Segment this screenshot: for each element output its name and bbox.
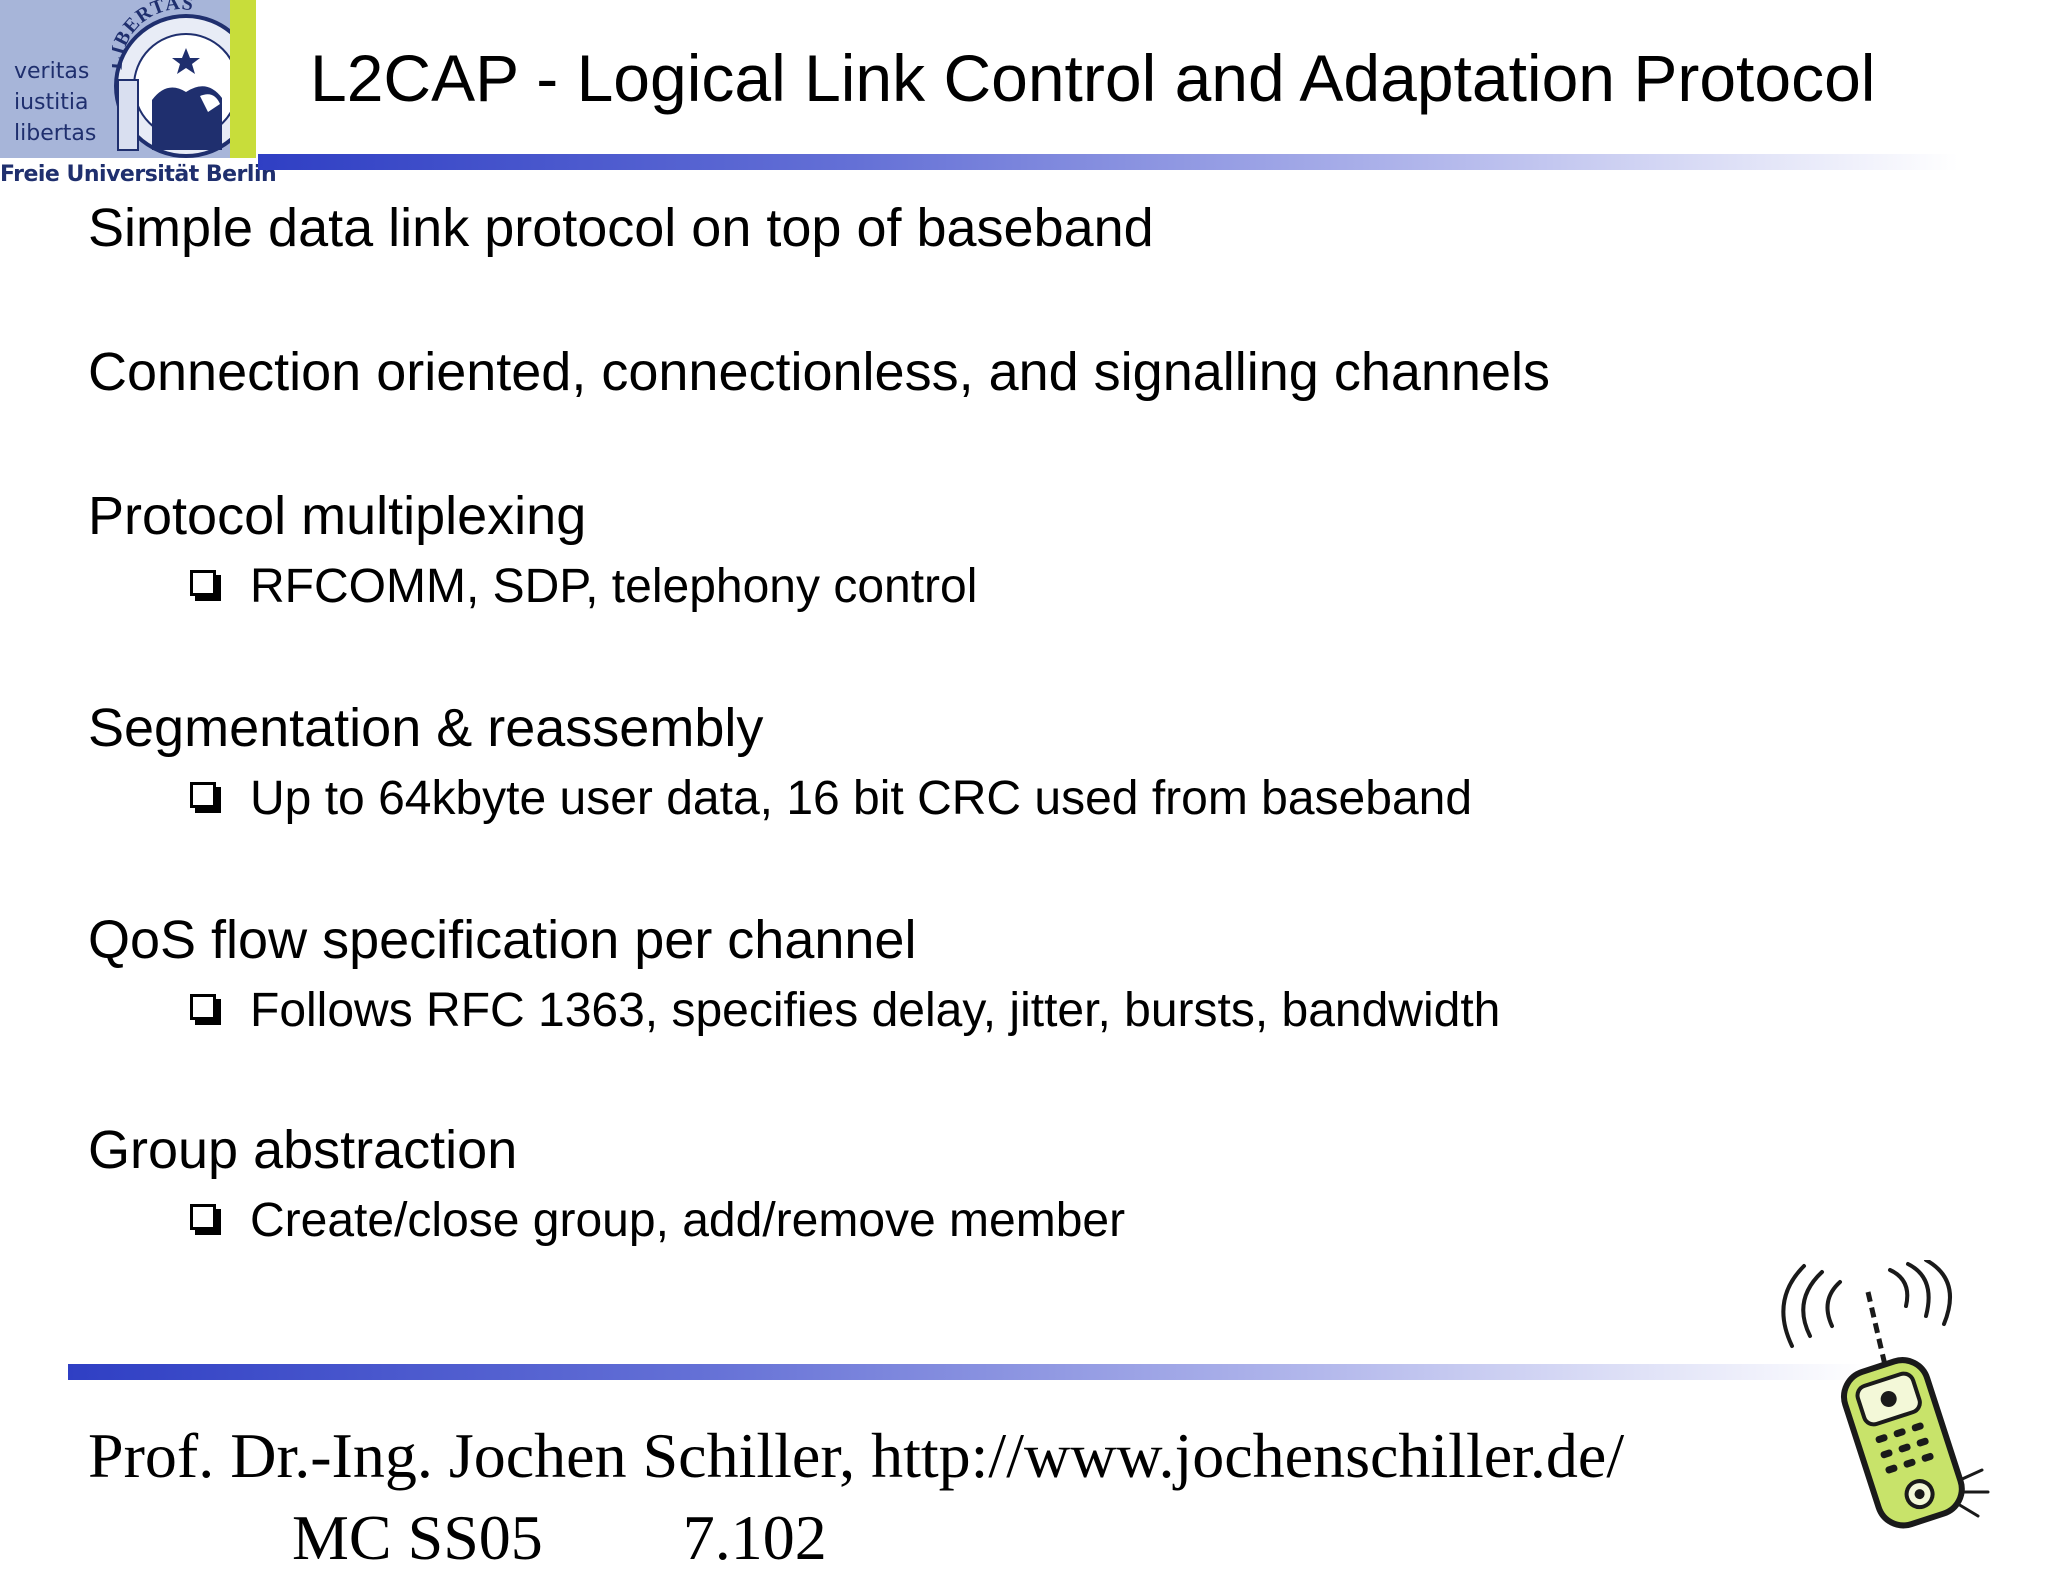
footer-author: Prof. Dr.-Ing. Jochen Schiller, http://w… (88, 1420, 1625, 1491)
sub-bullet-text: RFCOMM, SDP, telephony control (250, 560, 978, 613)
footer-meta: MC SS05 7.102 (292, 1500, 967, 1576)
bullet-item: Segmentation & reassembly (88, 698, 764, 758)
logo-stripe (230, 0, 256, 158)
sub-bullet-text: Follows RFC 1363, specifies delay, jitte… (250, 984, 1501, 1037)
motto-line: iustitia (14, 90, 89, 115)
bullet-item: Simple data link protocol on top of base… (88, 198, 1154, 258)
bullet-item: QoS flow specification per channel (88, 910, 917, 970)
checkbox-bullet-icon (190, 782, 216, 808)
sub-bullet-item: Create/close group, add/remove member (190, 1192, 1125, 1250)
bullet-item: Connection oriented, connectionless, and… (88, 342, 1550, 402)
bullet-item: Group abstraction (88, 1120, 518, 1180)
title-rule (258, 154, 1958, 170)
checkbox-bullet-icon (190, 1204, 216, 1230)
sub-bullet-item: RFCOMM, SDP, telephony control (190, 558, 977, 616)
motto-line: libertas (14, 121, 97, 146)
sub-bullet-text: Up to 64kbyte user data, 16 bit CRC used… (250, 772, 1473, 825)
logo-motto: veritas iustitia libertas (14, 56, 96, 149)
university-logo: LIBERTAS veritas iustitia libertas Freie… (0, 0, 277, 188)
motto-line: veritas (14, 59, 90, 84)
institution-name: Freie Universität Berlin (0, 162, 277, 187)
course-label: MC SS05 (292, 1502, 543, 1573)
slide-title: L2CAP - Logical Link Control and Adaptat… (310, 41, 1876, 115)
page-number: 7.102 (682, 1502, 827, 1573)
sub-bullet-item: Up to 64kbyte user data, 16 bit CRC used… (190, 770, 1472, 828)
sub-bullet-item: Follows RFC 1363, specifies delay, jitte… (190, 982, 1500, 1040)
sub-bullet-text: Create/close group, add/remove member (250, 1194, 1126, 1247)
checkbox-bullet-icon (190, 570, 216, 596)
mobile-phone-clipart-icon (1781, 1260, 1990, 1529)
checkbox-bullet-icon (190, 994, 216, 1020)
university-seal-icon: LIBERTAS (112, 0, 230, 158)
footer-rule (68, 1364, 1868, 1380)
bullet-item: Protocol multiplexing (88, 486, 587, 546)
